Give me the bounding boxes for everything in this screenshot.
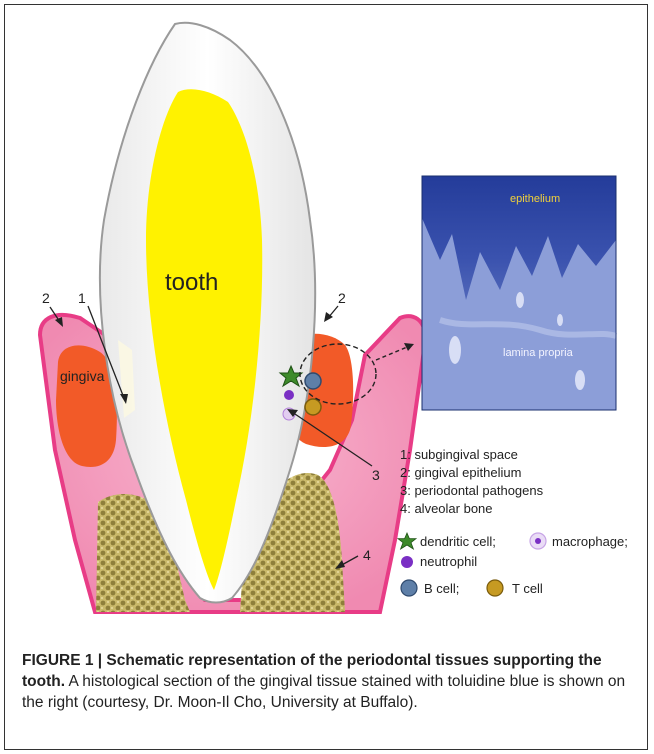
callout-2-left: 2 [42,290,50,306]
cell-legend: dendritic cell; macrophage; neutrophil B… [398,533,628,596]
callout-4: 4 [363,547,371,563]
caption-body: A histological section of the gingival t… [22,673,625,711]
figure-caption: FIGURE 1 | Schematic representation of t… [22,650,632,713]
periodontal-diagram: tooth gingiva epithelium lamina propria … [0,0,654,640]
gingiva-label: gingiva [60,368,105,384]
legend-macrophage-nucleus [535,538,541,544]
legend-macrophage: macrophage; [552,534,628,549]
bcell-icon [305,373,321,389]
legend-tcell-icon [487,580,503,596]
legend-item-1: 1: subgingival space [400,447,518,462]
legend-tcell: T cell [512,581,543,596]
legend-item-4: 4: alveolar bone [400,501,493,516]
legend-dendritic-icon [398,533,416,549]
legend-dendritic: dendritic cell; [420,534,496,549]
legend-neutrophil-icon [401,556,413,568]
neutrophil-icon [284,390,294,400]
legend-bcell-icon [401,580,417,596]
legend-bcell: B cell; [424,581,459,596]
legend: 1: subgingival space 2: gingival epithel… [400,447,544,516]
tcell-icon [305,399,321,415]
histology-panel [422,176,616,410]
callout-1: 1 [78,290,86,306]
callout-3: 3 [372,467,380,483]
callout-2-right: 2 [338,290,346,306]
legend-neutrophil: neutrophil [420,554,477,569]
epithelium-label: epithelium [510,193,560,205]
legend-item-3: 3: periodontal pathogens [400,483,544,498]
legend-item-2: 2: gingival epithelium [400,465,521,480]
lamina-propria-label: lamina propria [503,347,574,359]
tooth-label: tooth [165,269,218,296]
